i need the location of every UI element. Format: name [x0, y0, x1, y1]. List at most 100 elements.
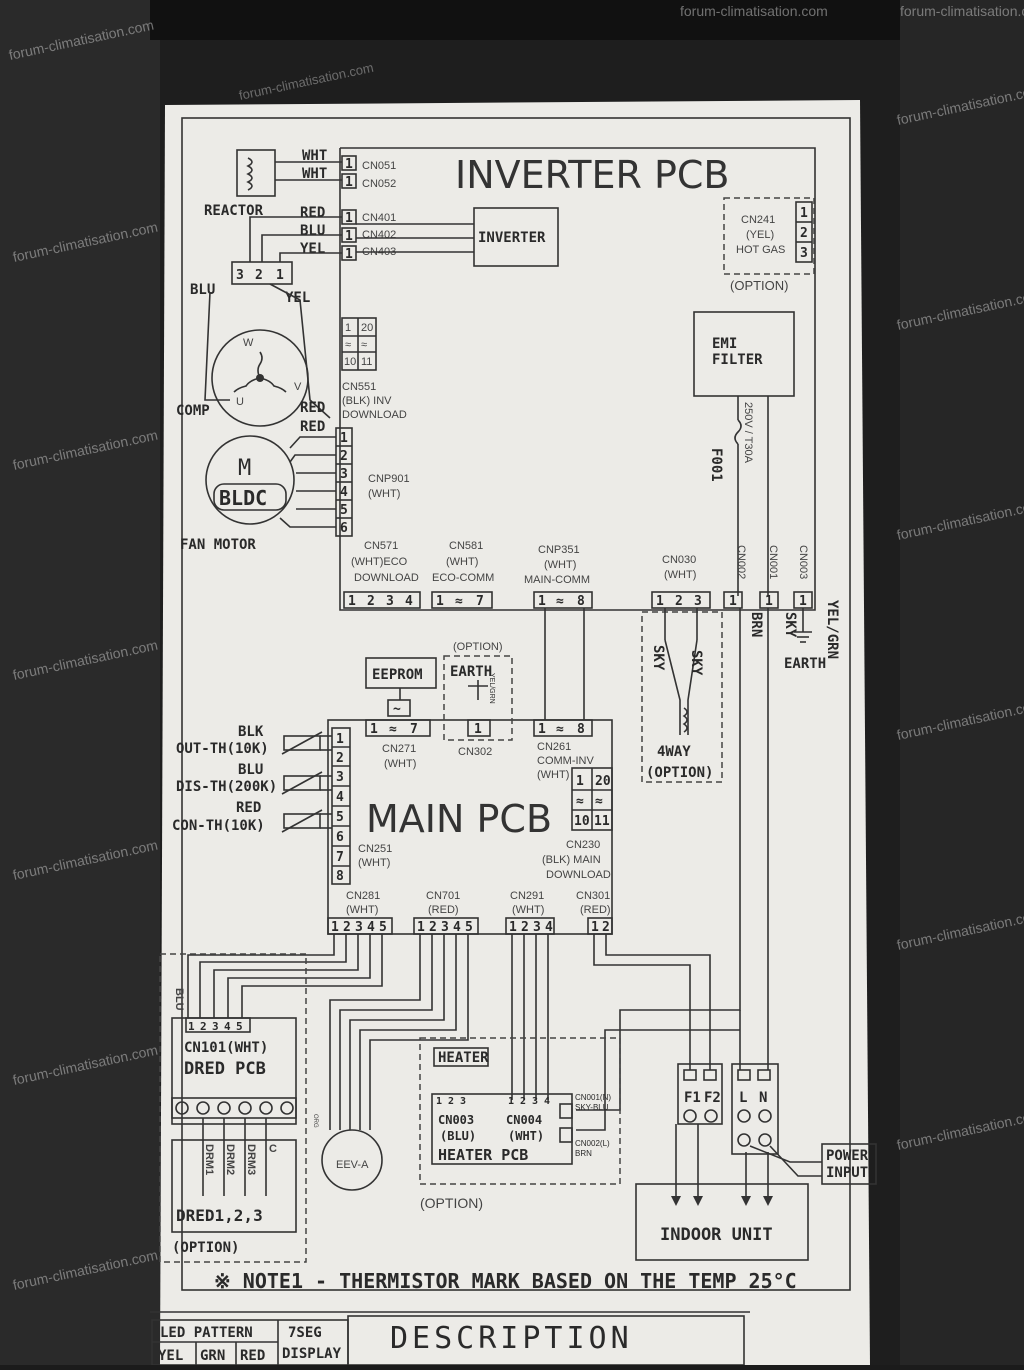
wire-bundle	[187, 608, 769, 1131]
svg-text:CN251: CN251	[358, 843, 392, 855]
svg-text:CNP351: CNP351	[538, 544, 580, 556]
svg-text:CN241: CN241	[741, 214, 775, 226]
svg-text:CN301: CN301	[576, 890, 610, 902]
wire-yel-grn: YEL/GRN	[824, 600, 840, 659]
svg-text:20: 20	[595, 774, 611, 789]
inv-wire-red: RED	[300, 205, 325, 221]
svg-text:(YEL): (YEL)	[746, 229, 774, 241]
svg-text:1: 1	[765, 594, 773, 609]
svg-text:20: 20	[361, 322, 373, 334]
wire-sky: SKY	[782, 612, 798, 638]
svg-text:forum-climatisation.com: forum-climatisation.com	[900, 3, 1024, 19]
svg-text:8: 8	[577, 722, 585, 737]
svg-text:3: 3	[340, 467, 348, 482]
svg-text:DOWNLOAD: DOWNLOAD	[546, 869, 611, 881]
inverter-bottom-connectors: CN571 (WHT)ECO DOWNLOAD 1 2 3 4 CN581 (W…	[343, 540, 840, 672]
svg-text:~: ~	[393, 702, 401, 717]
svg-text:3: 3	[532, 1096, 538, 1107]
svg-text:7SEG: 7SEG	[288, 1325, 322, 1341]
svg-text:L: L	[739, 1090, 747, 1106]
svg-text:U: U	[236, 396, 244, 408]
svg-text:4: 4	[340, 485, 348, 500]
fan-motor-label: FAN MOTOR	[180, 537, 256, 553]
svg-text:5: 5	[236, 1020, 243, 1033]
svg-text:DRM2: DRM2	[224, 1144, 236, 1175]
svg-text:CN701: CN701	[426, 890, 460, 902]
svg-text:5: 5	[465, 920, 473, 935]
emi-filter: EMI FILTER F001 250V / T30A	[693, 311, 795, 596]
svg-text:(WHT): (WHT)	[664, 569, 696, 581]
svg-text:5: 5	[340, 503, 348, 518]
svg-text:GRN: GRN	[200, 1348, 225, 1364]
svg-text:1: 1	[656, 594, 664, 609]
svg-text:1: 1	[340, 431, 348, 446]
svg-text:4: 4	[545, 920, 553, 935]
svg-text:2: 2	[520, 1096, 526, 1107]
fuse-rating: 250V / T30A	[742, 402, 754, 464]
svg-text:(OPTION): (OPTION)	[420, 1195, 483, 1211]
svg-text:CN581: CN581	[449, 540, 483, 552]
svg-text:4: 4	[405, 594, 413, 609]
svg-text:1: 1	[345, 247, 353, 262]
svg-text:CN002(L): CN002(L)	[575, 1139, 610, 1148]
svg-text:V: V	[294, 381, 302, 393]
svg-text:≈: ≈	[455, 594, 463, 609]
svg-text:2: 2	[343, 920, 351, 935]
cn402-label: CN402	[362, 229, 396, 241]
con-th-label: CON-TH(10K)	[172, 818, 265, 834]
svg-text:2: 2	[340, 449, 348, 464]
heater-pcb: HEATER 1 2 3 1 2 3 4 CN003 (BLU) CN004 (…	[419, 1037, 621, 1211]
svg-text:BLU: BLU	[238, 762, 263, 778]
svg-text:1: 1	[800, 206, 808, 221]
svg-text:F1: F1	[684, 1090, 701, 1106]
svg-text:CN003: CN003	[797, 545, 809, 579]
svg-text:HEATER: HEATER	[438, 1050, 489, 1066]
svg-text:M: M	[238, 456, 251, 481]
svg-text:(WHT): (WHT)	[508, 1129, 544, 1143]
svg-text:4WAY: 4WAY	[657, 744, 691, 760]
cn551-label: CN551	[342, 381, 376, 393]
svg-text:N: N	[759, 1090, 767, 1106]
cn401-label: CN401	[362, 212, 396, 224]
svg-text:(OPTION): (OPTION)	[453, 641, 503, 653]
svg-text:≈: ≈	[556, 722, 564, 737]
svg-text:10: 10	[344, 356, 356, 368]
svg-text:3: 3	[800, 246, 808, 261]
svg-text:1: 1	[188, 1020, 195, 1033]
cn551-sub2: DOWNLOAD	[342, 409, 407, 421]
earth-label: EARTH	[784, 656, 826, 672]
svg-text:11: 11	[594, 814, 610, 829]
svg-text:HEATER PCB: HEATER PCB	[438, 1146, 528, 1164]
svg-text:forum-climatisation.com: forum-climatisation.com	[680, 3, 828, 19]
cn551-connector: 1 20 ≈ ≈ 10 11 CN551 (BLK) INV DOWNLOAD	[341, 317, 407, 421]
svg-text:1: 1	[336, 732, 344, 747]
svg-text:CN004: CN004	[506, 1113, 542, 1127]
svg-text:1: 1	[345, 211, 353, 226]
svg-text:BRN: BRN	[575, 1149, 592, 1158]
svg-text:COMM-INV: COMM-INV	[537, 755, 594, 767]
indoor-unit-label: INDOOR UNIT	[660, 1225, 773, 1245]
inverter-label: INVERTER	[478, 230, 546, 246]
svg-text:1: 1	[729, 594, 737, 609]
svg-text:DRED1,2,3: DRED1,2,3	[176, 1206, 263, 1225]
svg-text:LED PATTERN: LED PATTERN	[160, 1325, 253, 1341]
svg-text:3: 3	[212, 1020, 219, 1033]
svg-text:1: 1	[538, 594, 546, 609]
svg-text:EEV-A: EEV-A	[336, 1159, 369, 1171]
svg-text:SKY: SKY	[650, 645, 666, 671]
svg-text:FILTER: FILTER	[712, 352, 763, 368]
svg-text:(WHT): (WHT)	[512, 904, 544, 916]
svg-text:DOWNLOAD: DOWNLOAD	[354, 572, 419, 584]
svg-text:CN003: CN003	[438, 1113, 474, 1127]
terminal-blocks: F1 F2 L N POWER INPUT INDOOR UNIT	[635, 1063, 877, 1261]
svg-text:ORG: ORG	[312, 1114, 318, 1128]
svg-text:(OPTION): (OPTION)	[646, 765, 713, 781]
fourway-valve: SKY SKY 4WAY (OPTION)	[641, 608, 723, 783]
inverter-block: INVERTER 1 1 1 RED BLU YEL CN401 CN402 C…	[249, 205, 559, 267]
svg-text:(WHT): (WHT)	[446, 556, 478, 568]
reactor-label: REACTOR	[204, 203, 264, 219]
cn052-label: CN052	[362, 178, 396, 190]
svg-text:2: 2	[200, 1020, 207, 1033]
compressor: 3 2 1 BLU YEL W U V COMP RED	[176, 261, 331, 427]
inverter-pcb-box	[339, 147, 816, 611]
